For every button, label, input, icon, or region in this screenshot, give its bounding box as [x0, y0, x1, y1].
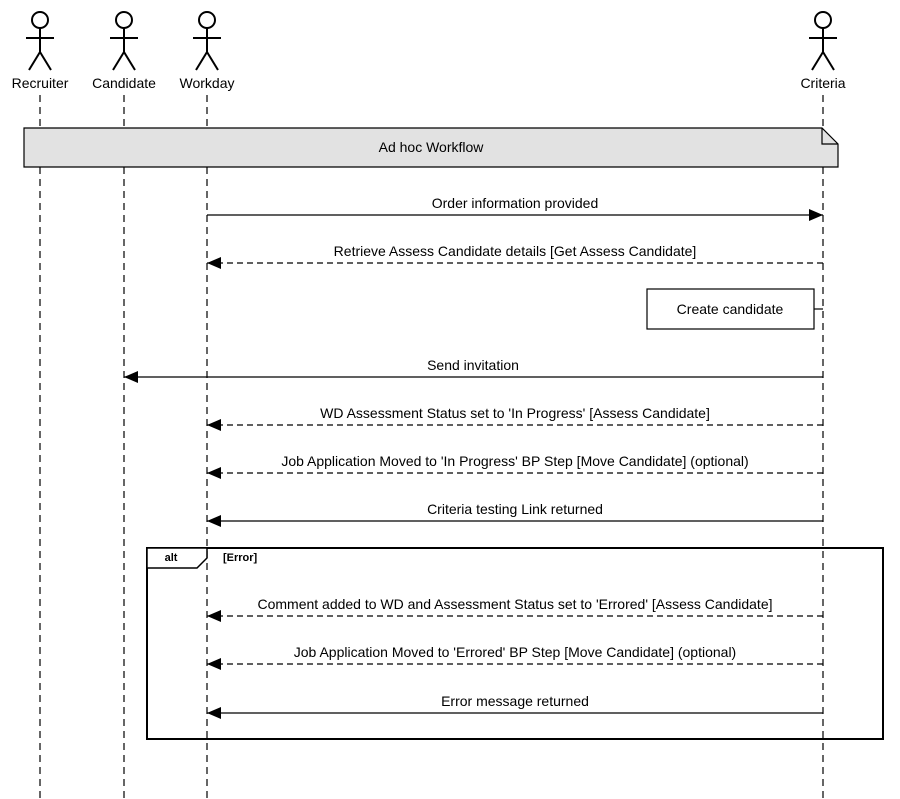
message-label: Error message returned [441, 693, 589, 709]
stick-figure-icon [110, 11, 138, 71]
note-fold [821, 128, 838, 145]
actor-label-workday: Workday [180, 75, 235, 91]
message-label: Comment added to WD and Assessment Statu… [257, 596, 772, 612]
actor-recruiter: Recruiter [12, 11, 69, 91]
actor-workday: Workday [180, 11, 235, 91]
workflow-note: Ad hoc Workflow [23, 127, 839, 168]
lifelines [39, 95, 824, 799]
note-label: Ad hoc Workflow [379, 139, 485, 155]
message-label: Job Application Moved to 'In Progress' B… [281, 453, 748, 469]
actor-criteria: Criteria [800, 11, 846, 91]
alt-frame-tab [146, 547, 208, 569]
action-label: Create candidate [677, 301, 784, 317]
message-label: Send invitation [427, 357, 519, 373]
actor-label-candidate: Candidate [92, 75, 156, 91]
stick-figure-icon [809, 11, 837, 71]
actor-candidate: Candidate [92, 11, 156, 91]
stick-figure-icon [26, 11, 54, 71]
message-label: Job Application Moved to 'Errored' BP St… [294, 644, 736, 660]
message-label: Criteria testing Link returned [427, 501, 603, 517]
message-label: WD Assessment Status set to 'In Progress… [320, 405, 710, 421]
messages: Order information provided Retrieve Asse… [124, 195, 823, 719]
stick-figure-icon [193, 11, 221, 71]
alt-guard-label: [Error] [223, 552, 258, 564]
create-candidate-action: Create candidate [646, 288, 823, 330]
actor-label-recruiter: Recruiter [12, 75, 69, 91]
alt-frame: alt [Error] [146, 547, 884, 740]
message-label: Order information provided [432, 195, 599, 211]
actor-label-criteria: Criteria [800, 75, 845, 91]
alt-frame-border [146, 547, 884, 740]
note-shape [23, 127, 839, 168]
alt-operator-label: alt [165, 552, 178, 564]
message-label: Retrieve Assess Candidate details [Get A… [334, 243, 697, 259]
